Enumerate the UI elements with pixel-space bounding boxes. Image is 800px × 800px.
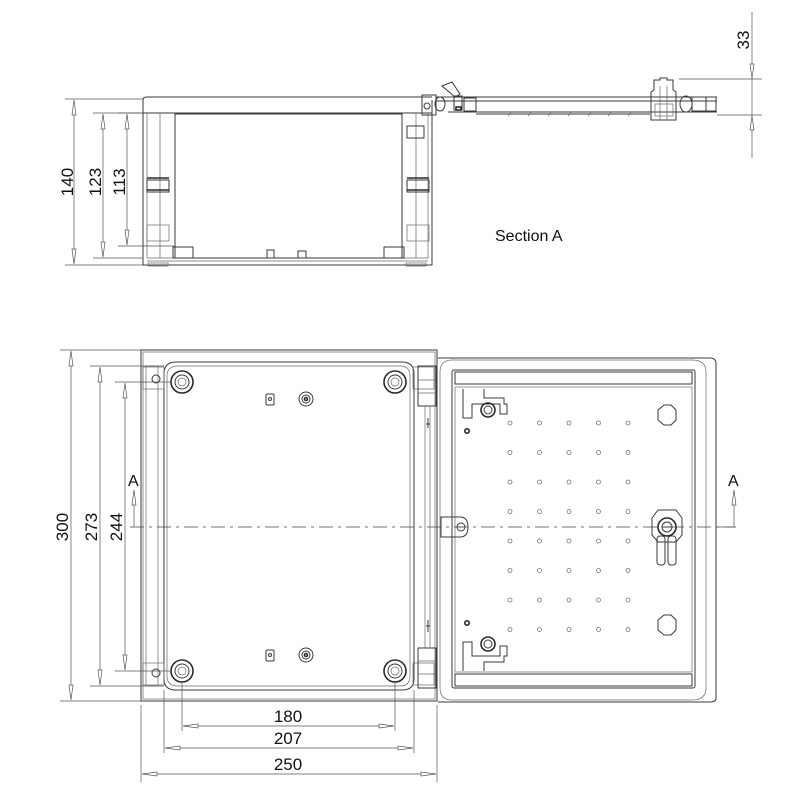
section-marker-left-label: A [128,473,139,490]
section-marker-right: A [716,473,739,528]
dim-244: 244 [107,381,171,672]
door-bracket-bottom [462,619,508,671]
door-hole [566,479,572,485]
door-hole [507,479,513,485]
dim-33-label: 33 [734,31,753,50]
mounting-boss-tl [170,370,194,394]
door-hole [625,627,631,632]
door-hole [537,538,542,544]
section-title: Section A [495,228,563,245]
door-hole [537,509,542,514]
dim-180: 180 [181,682,396,731]
door-hole [625,509,631,514]
mounting-boss-br [383,659,407,683]
door-hole [566,450,572,455]
door-hole [625,450,631,455]
door-hole [625,420,631,426]
door-hole [507,568,513,573]
door-hole [625,479,631,485]
door-hole [566,597,572,603]
dim-140-label: 140 [58,168,77,196]
dim-250-label: 250 [274,755,302,774]
door-hole [507,538,513,544]
door-lock-handle [651,509,683,566]
section-marker-left: A [128,473,139,527]
door-hole [537,479,542,485]
dim-273-label: 273 [82,513,101,541]
dim-300: 300 [53,349,141,702]
section-marker-right-label: A [728,473,739,490]
section-view: 140 123 113 33 Section A [58,12,762,267]
dim-113-label: 113 [110,168,129,195]
dim-250: 250 [140,705,438,782]
dim-273: 273 [82,365,164,687]
door-hole [596,479,601,485]
dim-207-label: 207 [274,729,302,748]
door-hole [537,450,542,455]
door-hole [537,420,542,426]
door-hole [537,627,542,632]
dim-180-label: 180 [274,707,302,726]
door-hole [566,538,572,544]
door-hole [566,627,572,632]
dim-33: 33 [679,12,762,158]
door-hole [596,420,601,426]
dim-140: 140 [58,98,143,266]
door-hole [596,538,601,544]
door-hole [596,597,601,603]
door-hole [537,568,542,573]
door-hole [596,509,601,514]
door-hole [625,568,631,573]
mounting-boss-tr [383,370,407,394]
door-hole [625,597,631,603]
mounting-boss-bl [170,659,194,683]
door-bracket-top [462,389,508,434]
door-hole [566,420,572,426]
door-hole [507,420,513,426]
door-hole [596,450,601,455]
dim-207: 207 [163,690,415,753]
door-hole [566,568,572,573]
door-hole [507,627,513,632]
door-hole [537,597,542,603]
door-hole [566,509,572,514]
dim-244-label: 244 [107,513,126,541]
door-hole [596,568,601,573]
door-hole [507,509,513,514]
door-hole [625,538,631,544]
dim-300-label: 300 [53,513,72,541]
front-view: A A 300 273 [53,349,739,782]
door-hole-grid [507,420,631,632]
door-hole [507,597,513,603]
door-hole [596,627,601,632]
dim-113: 113 [110,112,175,247]
door-hole [507,450,513,455]
dim-123-label: 123 [86,168,105,196]
